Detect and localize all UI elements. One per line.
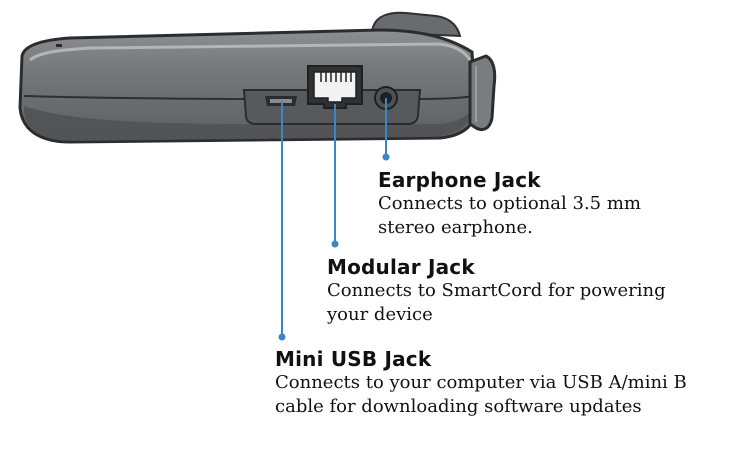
leader-line-usb [278,101,286,341]
callout-earphone-jack: Earphone Jack Connects to optional 3.5 m… [378,168,641,240]
device-small-slot [56,44,62,47]
device-side-clip [468,54,497,132]
device-shell-highlight [29,42,472,62]
callout-title: Modular Jack [327,255,475,279]
callout-description-line: Connects to optional 3.5 mm [378,193,641,214]
callout-title: Mini USB Jack [275,347,432,371]
leader-line-modular [331,104,339,248]
modular-jack-port [307,65,363,109]
callout-modular-jack: Modular Jack Connects to SmartCord for p… [327,255,666,327]
callout-description-line: stereo earphone. [378,217,533,238]
callout-description-line: Connects to your computer via USB A/mini… [275,372,687,393]
device-lower-shade [24,106,474,141]
callout-description-line: your device [327,304,433,325]
leader-line-earphone [382,98,390,161]
callout-mini-usb-jack: Mini USB Jack Connects to your computer … [275,347,687,419]
callout-title: Earphone Jack [378,168,541,192]
callout-description-line: cable for downloading software updates [275,396,642,417]
callout-description-line: Connects to SmartCord for powering [327,280,666,301]
